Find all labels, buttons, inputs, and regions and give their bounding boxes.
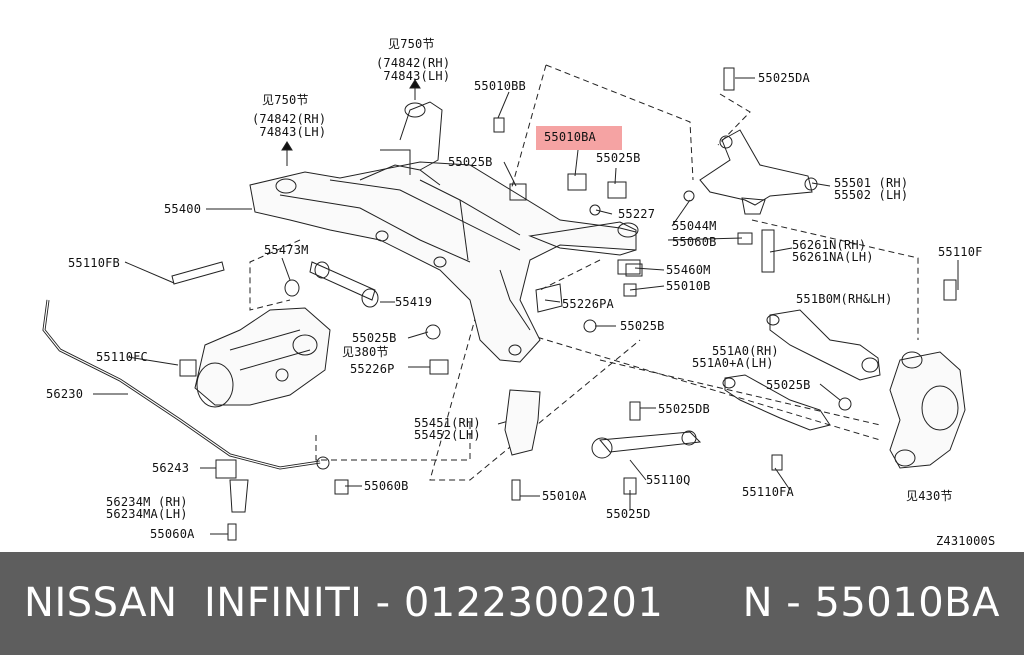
- label-55502: 55502 (LH): [834, 188, 909, 202]
- label-55110FB: 55110FB: [68, 256, 120, 270]
- label-55501: 55501 (RH): [834, 176, 909, 190]
- label-55460M: 55460M: [666, 263, 711, 277]
- label-55451: 55451(RH): [414, 416, 481, 430]
- label-55044M: 55044M: [672, 219, 717, 233]
- label-56234MA: 56234MA(LH): [106, 507, 188, 521]
- label-551A0: 551A0(RH): [712, 344, 779, 358]
- label-55025D: 55025D: [606, 507, 651, 521]
- label-55025DA: 55025DA: [758, 71, 810, 85]
- label-55419: 55419: [395, 295, 433, 309]
- label-55025B: 55025B: [448, 155, 493, 169]
- label-55010A: 55010A: [542, 489, 587, 503]
- label-55010BA-highlighted: 55010BA: [544, 130, 596, 144]
- diagram-drawing: [42, 64, 966, 541]
- highlight-box: [536, 126, 622, 150]
- label-55060B: 55060B: [672, 235, 717, 249]
- label-56261N: 56261N(RH): [792, 238, 867, 252]
- label-55110FA: 55110FA: [742, 485, 794, 499]
- ref750-left-line2: (74842(RH): [252, 112, 327, 126]
- label-55025B: 55025B: [596, 151, 641, 165]
- label-55227: 55227: [618, 207, 656, 221]
- ref750-top-line2: (74842(RH): [376, 56, 451, 70]
- label-56243: 56243: [152, 461, 190, 475]
- label-55025DB: 55025DB: [658, 402, 710, 416]
- ref750-top-line1: 见750节: [388, 37, 435, 51]
- label-55025B: 55025B: [620, 319, 665, 333]
- footer-caption: NISSAN INFINITI - 0122300201 N - 55010BA: [0, 580, 1024, 626]
- label-55110F: 55110F: [938, 245, 983, 259]
- label-55452: 55452(LH): [414, 428, 481, 442]
- label-55025B: 55025B: [766, 378, 811, 392]
- label-551A0A: 551A0+A(LH): [692, 356, 774, 370]
- ref380-label: 见380节: [342, 345, 389, 359]
- footer-gap: [663, 580, 742, 626]
- label-55060B: 55060B: [364, 479, 409, 493]
- ref750-top-line3: 74843(LH): [376, 69, 451, 83]
- ref430-label: 见430节: [906, 489, 953, 503]
- label-55010BB: 55010BB: [474, 79, 526, 93]
- label-55473M: 55473M: [264, 243, 309, 257]
- nissan-part-code: N - 55010BA: [742, 580, 1000, 626]
- label-56261NA: 56261NA(LH): [792, 250, 874, 264]
- label-55110FC: 55110FC: [96, 350, 148, 364]
- brand-part-number: NISSAN INFINITI - 0122300201: [24, 580, 664, 626]
- diagram-code: Z431000S: [936, 534, 996, 548]
- ref750-left-line1: 见750节: [262, 93, 309, 107]
- label-55060A: 55060A: [150, 527, 195, 541]
- label-55010B: 55010B: [666, 279, 711, 293]
- label-551B0M: 551B0M(RH&LH): [796, 292, 893, 306]
- label-55226PA: 55226PA: [562, 297, 614, 311]
- parts-diagram: 见750节 (74842(RH) 74843(LH) 见750节 (74842(…: [42, 37, 996, 548]
- label-56234M: 56234M (RH): [106, 495, 188, 509]
- ref750-left-line3: 74843(LH): [252, 125, 327, 139]
- label-56230: 56230: [46, 387, 84, 401]
- label-55226P: 55226P: [350, 362, 395, 376]
- label-55110Q: 55110Q: [646, 473, 691, 487]
- label-55025B: 55025B: [352, 331, 397, 345]
- label-55400: 55400: [164, 202, 202, 216]
- part-number-banner: NISSAN INFINITI - 0122300201 N - 55010BA: [0, 552, 1024, 655]
